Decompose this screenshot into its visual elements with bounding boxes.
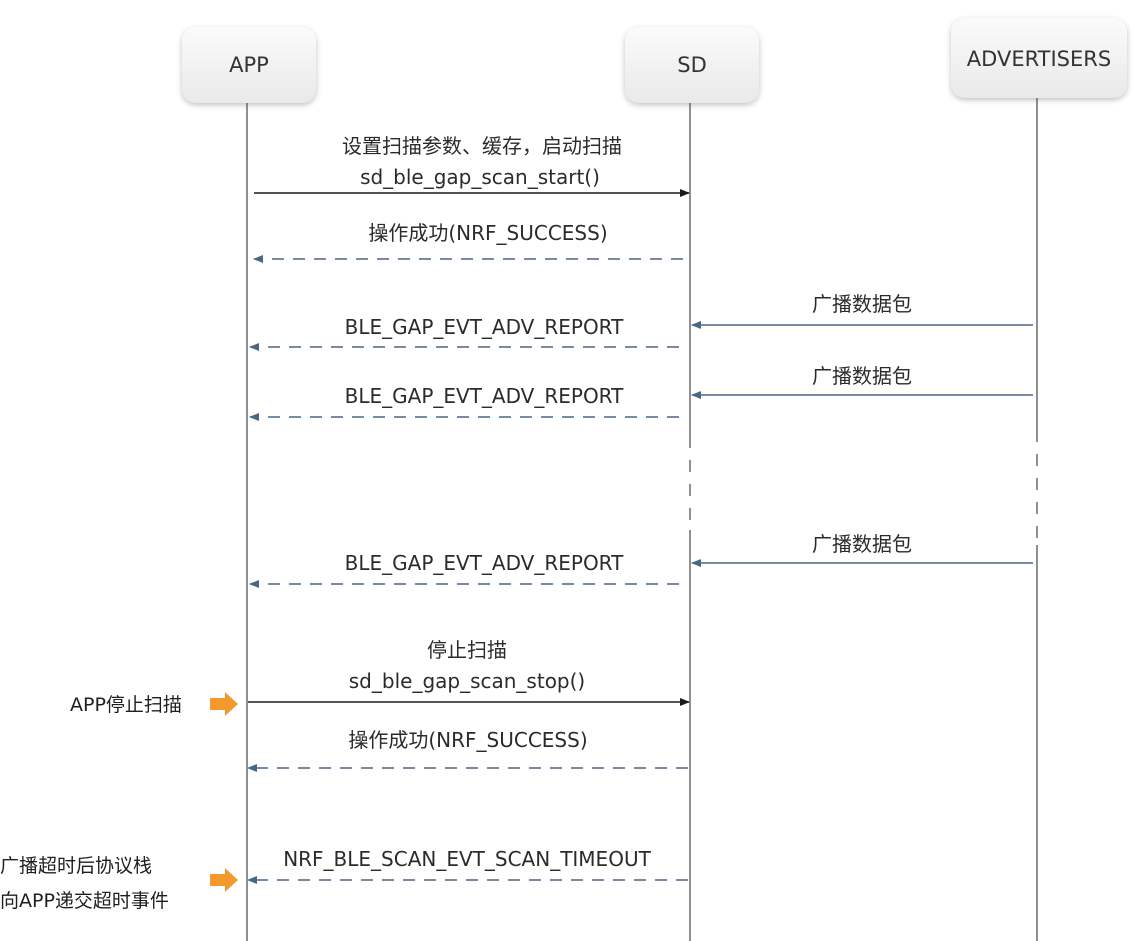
participant-app: APP [182, 27, 316, 103]
participant-advertisers-label: ADVERTISERS [967, 47, 1111, 71]
scan-start-call: sd_ble_gap_scan_start() [360, 165, 600, 189]
adv-report-label-2: BLE_GAP_EVT_ADV_REPORT [345, 384, 624, 408]
participant-sd: SD [625, 27, 759, 103]
participant-box [625, 27, 759, 103]
participant-sd-label: SD [677, 53, 707, 77]
adv-packet-label-2: 广播数据包 [812, 364, 912, 388]
participant-box [182, 27, 316, 103]
participant-advertisers: ADVERTISERS [951, 18, 1127, 98]
annotation-timeout-line2: 向APP递交超时事件 [0, 890, 169, 912]
annotation-timeout-line1: 广播超时后协议栈 [0, 855, 152, 877]
participant-box [951, 18, 1127, 98]
adv-packet-label-1: 广播数据包 [812, 292, 912, 316]
adv-packet-label-3: 广播数据包 [812, 532, 912, 556]
adv-report-label-1: BLE_GAP_EVT_ADV_REPORT [345, 315, 624, 339]
annotation-app-stop-scan: APP停止扫描 [70, 694, 182, 716]
participant-app-label: APP [229, 53, 269, 77]
scan-stop-call: sd_ble_gap_scan_stop() [349, 669, 585, 693]
stop-success-label: 操作成功(NRF_SUCCESS) [348, 728, 587, 752]
adv-report-label-3: BLE_GAP_EVT_ADV_REPORT [345, 551, 624, 575]
timeout-event-label: NRF_BLE_SCAN_EVT_SCAN_TIMEOUT [283, 847, 651, 871]
stop-scan-description: 停止扫描 [427, 638, 507, 662]
scan-start-description: 设置扫描参数、缓存，启动扫描 [342, 134, 622, 158]
callout-arrow-icon [210, 868, 238, 892]
lifelines [246, 98, 1038, 941]
start-success-label: 操作成功(NRF_SUCCESS) [368, 221, 607, 245]
callout-arrow-icon [210, 692, 238, 716]
